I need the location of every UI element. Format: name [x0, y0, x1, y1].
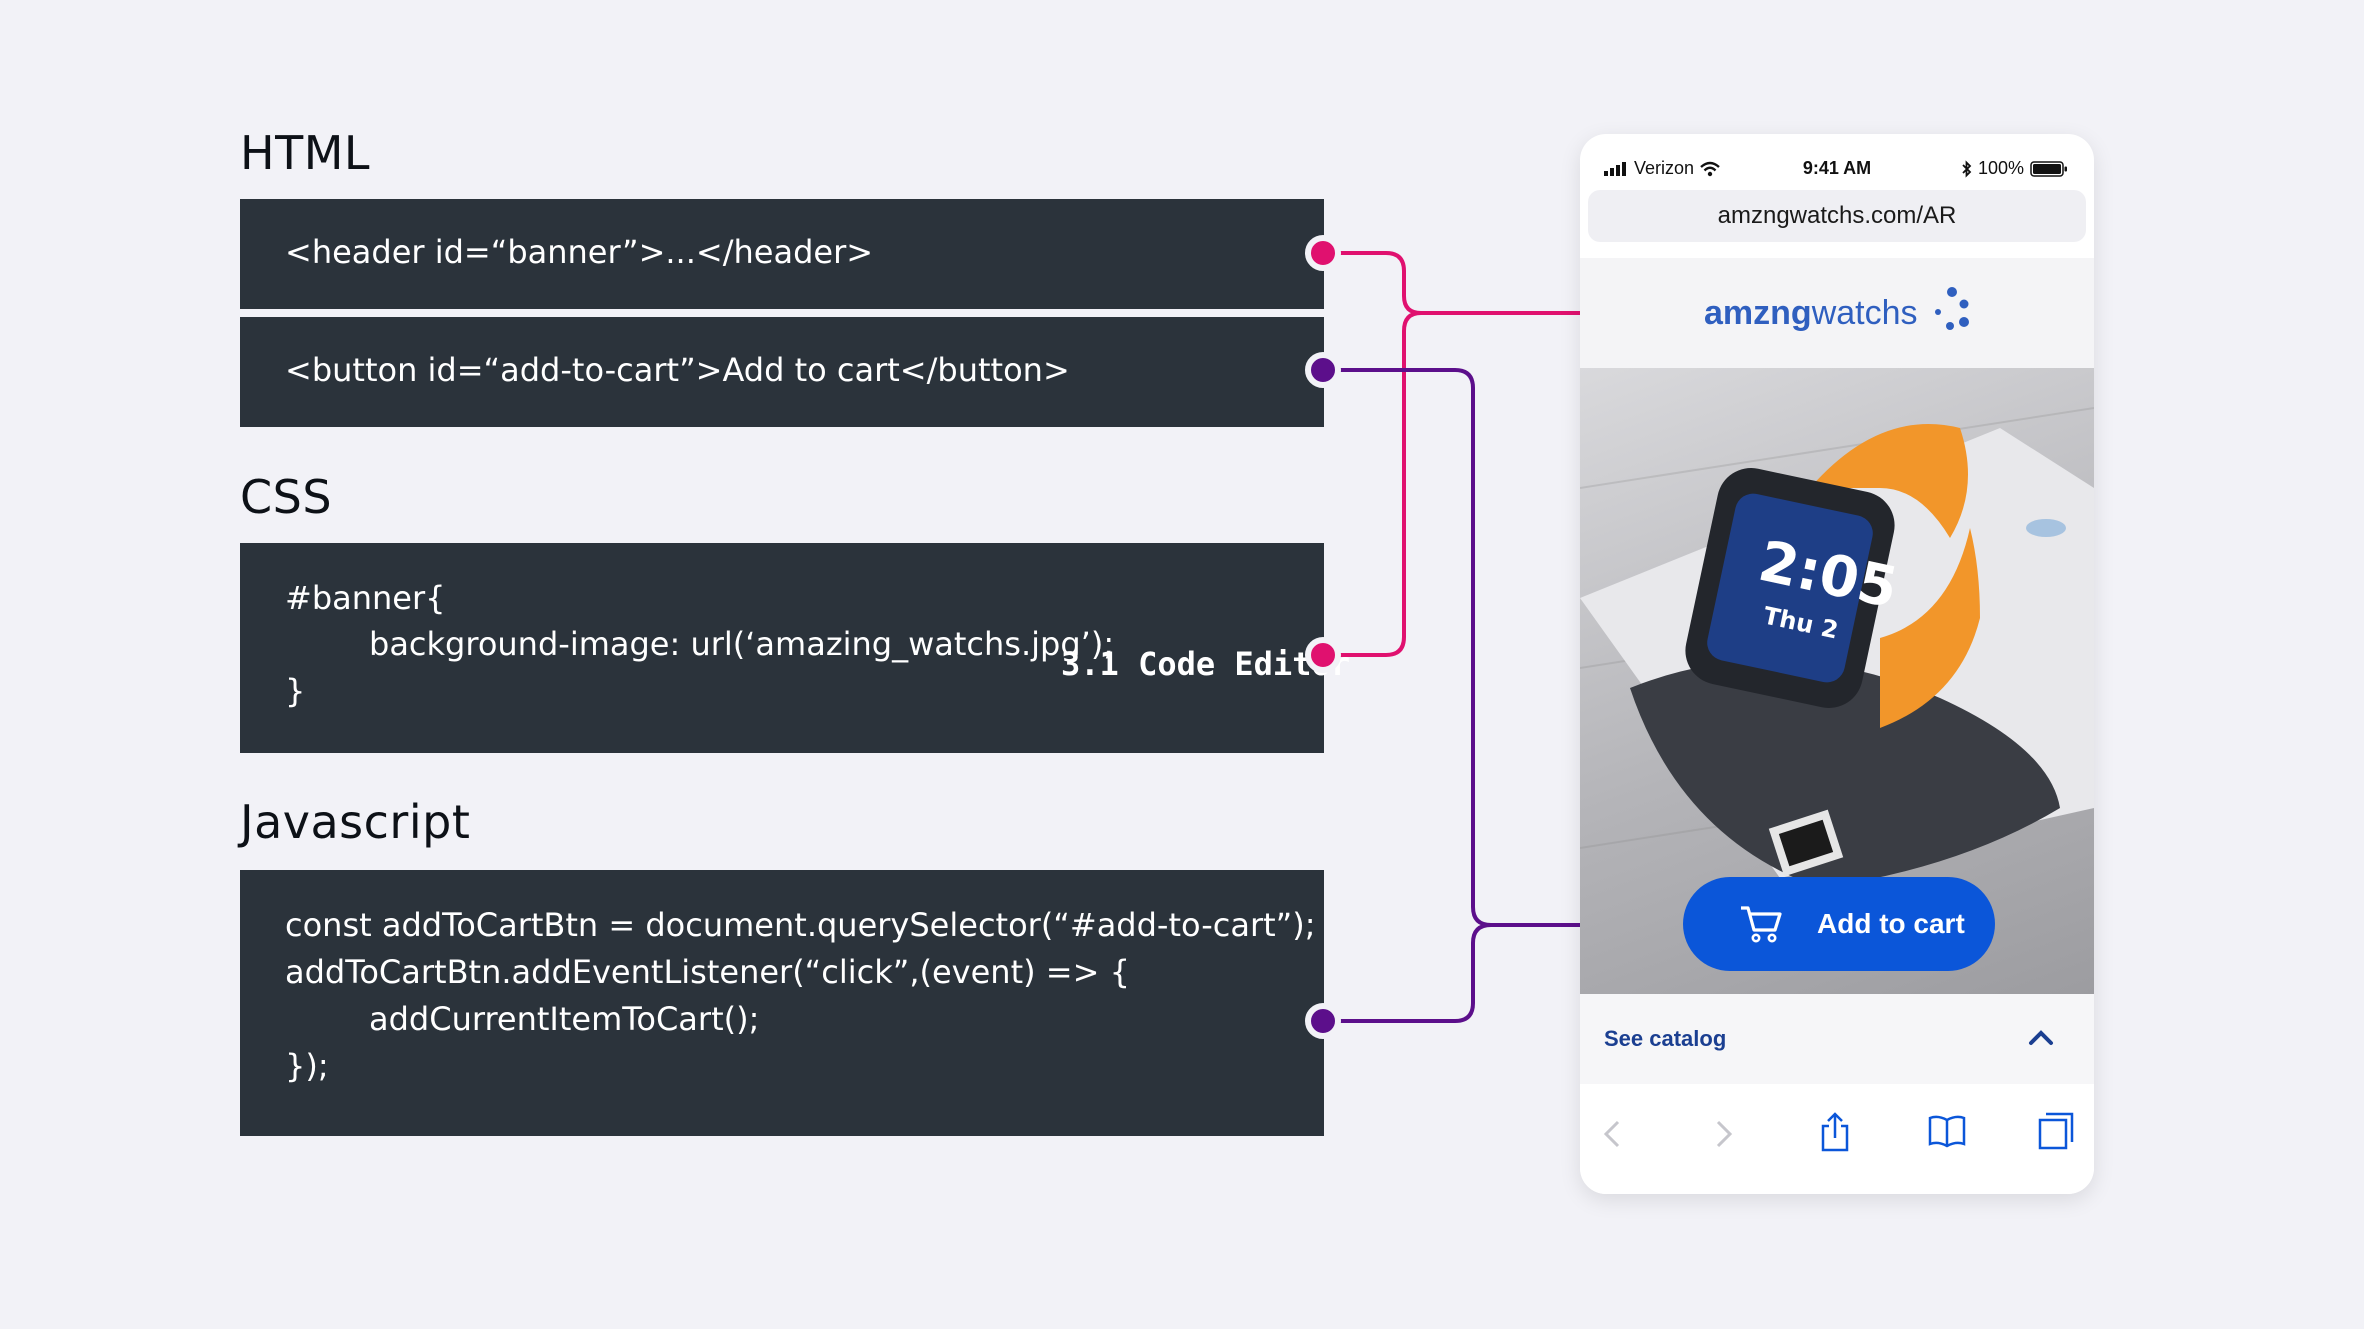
html-header-code: <header id=“banner”>...</header>: [285, 233, 874, 271]
tabs-icon[interactable]: [2038, 1112, 2074, 1150]
js-code-line: });: [285, 1047, 329, 1085]
code-editor-label: 3.1 Code Editor: [1061, 645, 1350, 683]
see-catalog-bar[interactable]: See catalog: [1580, 994, 2094, 1084]
banner: amzngwatchs: [1580, 258, 2094, 368]
chevron-up-icon[interactable]: [2028, 1028, 2054, 1046]
brand-logo: amzngwatchs: [1704, 294, 1918, 333]
battery-percent: 100%: [1977, 158, 2024, 178]
carrier-name: Verizon: [1634, 158, 1695, 178]
add-to-cart-label: Add to cart: [1817, 908, 1965, 939]
status-time: 9:41 AM: [1802, 158, 1872, 178]
watch-strap-bottom: [1880, 528, 1980, 728]
js-node-dot: [1305, 1003, 1341, 1039]
javascript-code-box: const addToCartBtn = document.querySelec…: [240, 870, 1324, 1136]
battery-icon: [2030, 160, 2067, 177]
battery-status: 100%: [1962, 158, 2068, 179]
phone-mockup: Verizon 9:41 AM 100% amzngwatchs.com/AR …: [1580, 134, 2094, 1194]
css-heading: CSS: [240, 470, 333, 524]
add-to-cart-button[interactable]: Add to cart: [1683, 877, 1995, 971]
button-node-dot: [1305, 352, 1341, 388]
watch-illustration: 2:05 Thu 2: [1580, 407, 2094, 888]
css-code-line: background-image: url(‘amazing_watchs.jp…: [369, 625, 1115, 663]
wifi-icon: [1700, 161, 1720, 176]
brand-dots-icon: [1935, 287, 1969, 330]
back-icon[interactable]: [1602, 1118, 1622, 1150]
js-code-line: addToCartBtn.addEventListener(“click”,(e…: [285, 953, 1130, 991]
css-node-dot: [1305, 637, 1341, 673]
forward-icon[interactable]: [1714, 1118, 1734, 1150]
css-code-line: #banner{: [285, 579, 446, 617]
brand-bold: amzng: [1704, 294, 1812, 332]
watch-screen: [1707, 493, 1873, 683]
html-header-code-box: <header id=“banner”>...</header>: [240, 199, 1324, 309]
css-code-box: #banner{ background-image: url(‘amazing_…: [240, 543, 1324, 753]
javascript-heading: Javascript: [240, 795, 471, 849]
product-image: 2:05 Thu 2: [1580, 368, 2094, 998]
button-connector-line-js: [1323, 923, 1492, 1023]
status-bar: Verizon 9:41 AM 100%: [1580, 158, 2094, 192]
url-bar[interactable]: amzngwatchs.com/AR: [1588, 190, 2086, 242]
watch-shadow: [1630, 660, 2060, 888]
brand-regular: watchs: [1811, 294, 1918, 332]
carrier: Verizon: [1604, 158, 1720, 179]
signal-icon: [1604, 161, 1626, 176]
see-catalog-label: See catalog: [1604, 1026, 1727, 1051]
bluetooth-icon: [1962, 159, 1972, 178]
html-button-code-box: <button id=“add-to-cart”>Add to cart</bu…: [240, 317, 1324, 427]
watch-strap-top: [1810, 424, 1968, 538]
share-icon[interactable]: [1820, 1112, 1850, 1152]
bookmarks-icon[interactable]: [1928, 1114, 1966, 1148]
css-code-line: }: [285, 672, 306, 710]
js-code-line: addCurrentItemToCart();: [369, 1000, 760, 1038]
banner-connector-line-css: [1323, 311, 1422, 657]
html-heading: HTML: [240, 126, 371, 180]
js-code-line: const addToCartBtn = document.querySelec…: [285, 906, 1316, 944]
html-button-code: <button id=“add-to-cart”>Add to cart</bu…: [285, 351, 1070, 389]
cart-icon: [1741, 906, 1782, 943]
browser-toolbar: [1580, 1084, 2094, 1194]
card-mark: [2026, 519, 2066, 537]
banner-node-dot: [1305, 235, 1341, 271]
